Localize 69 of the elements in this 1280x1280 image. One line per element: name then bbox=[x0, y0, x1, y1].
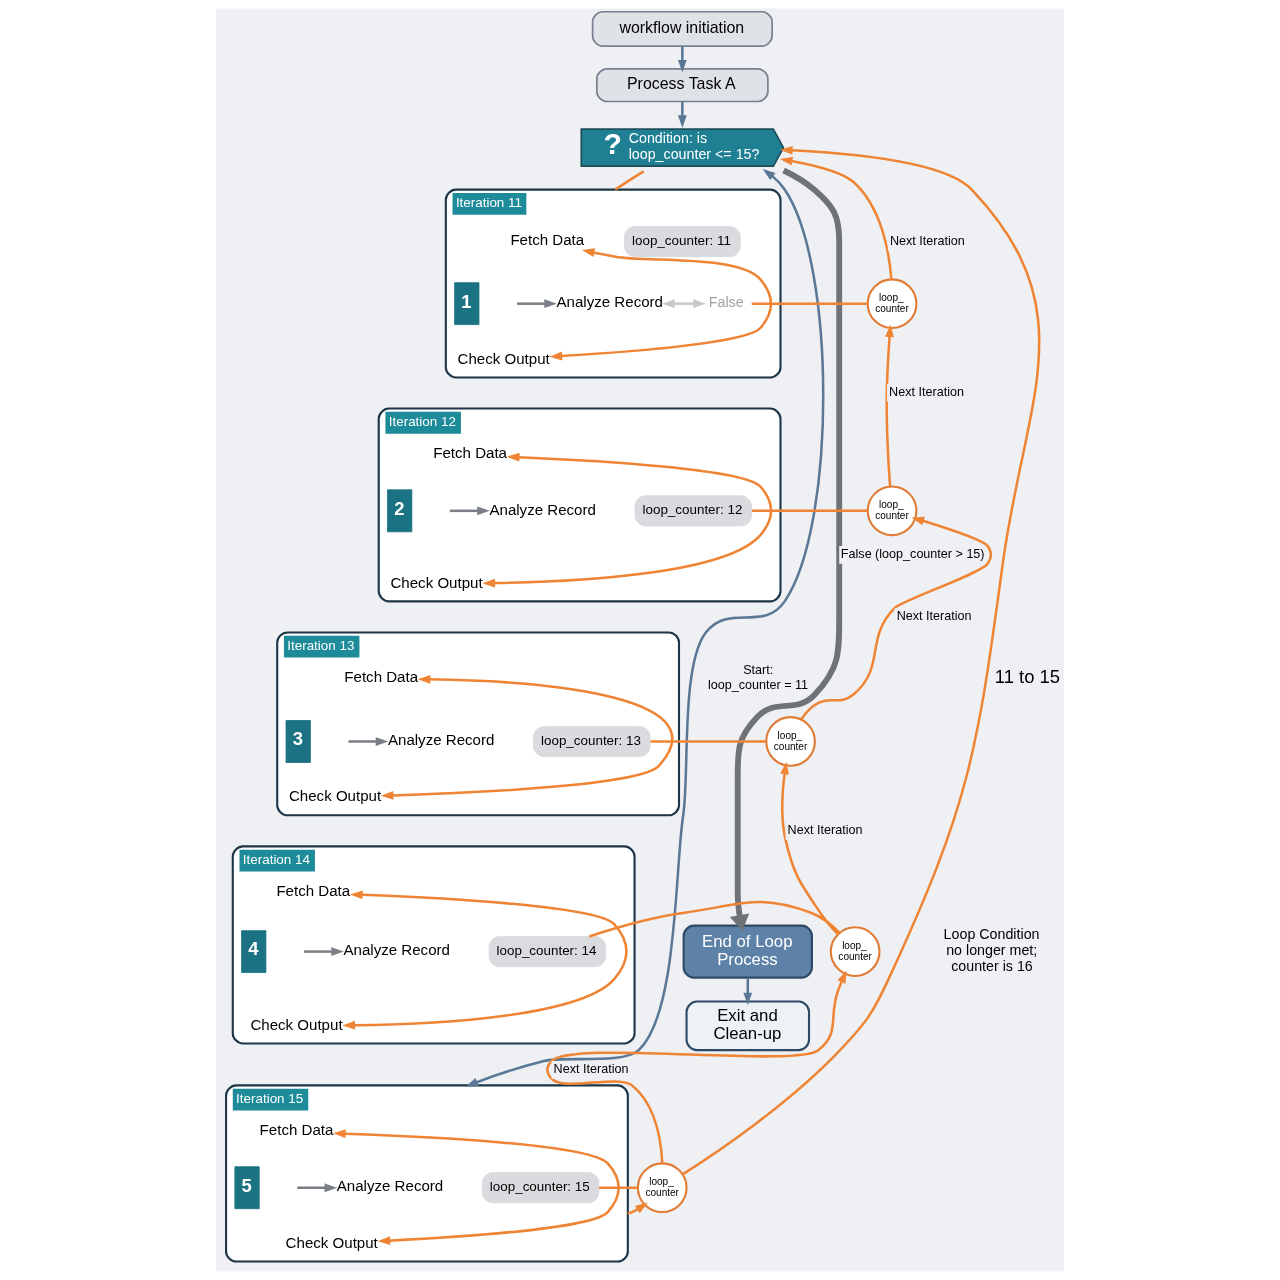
node-text: Fetch Data bbox=[276, 882, 351, 900]
node-text: Fetch Data bbox=[259, 1121, 334, 1139]
arrow bbox=[549, 248, 773, 361]
arrow bbox=[627, 1202, 648, 1215]
node-text: Fetch Data bbox=[433, 444, 507, 462]
arrow bbox=[729, 167, 843, 931]
arrow bbox=[546, 970, 847, 1164]
node-text: Check Output bbox=[288, 787, 382, 805]
node-text: Analyze Record bbox=[387, 731, 495, 749]
arrow bbox=[677, 46, 687, 73]
node-box: loop_counter: 13 bbox=[533, 725, 651, 757]
node-text: Fetch Data bbox=[344, 668, 419, 686]
node-box: workflow initiation bbox=[591, 10, 773, 47]
edge-label: 11 to 15 bbox=[994, 666, 1061, 688]
node-box: End of Loop Process bbox=[682, 924, 813, 979]
arrow bbox=[303, 947, 344, 957]
edge-label: Next Iteration bbox=[889, 385, 964, 400]
edge-label: Start: loop_counter = 11 bbox=[707, 663, 809, 692]
edge-label: Next Iteration bbox=[787, 823, 863, 838]
node-text: Analyze Record bbox=[343, 941, 450, 959]
edge-label: Next Iteration bbox=[896, 609, 972, 624]
node-box: 1 bbox=[454, 282, 480, 326]
arrow bbox=[662, 299, 706, 309]
arrow bbox=[342, 890, 628, 1030]
node-circle: loop_ counter bbox=[866, 278, 918, 330]
connector bbox=[599, 1186, 638, 1189]
edge-label: Next Iteration bbox=[889, 233, 965, 248]
node-box: loop_counter: 11 bbox=[624, 226, 741, 258]
node-circle: loop_ counter bbox=[765, 716, 816, 767]
node-text: Check Output bbox=[457, 349, 550, 367]
arrow bbox=[517, 299, 557, 309]
connector bbox=[588, 900, 841, 938]
connector bbox=[751, 302, 868, 305]
node-text: Check Output bbox=[250, 1015, 343, 1033]
arrow bbox=[800, 516, 993, 720]
arrow bbox=[780, 761, 839, 936]
arrow bbox=[333, 1129, 620, 1245]
arrow bbox=[449, 506, 490, 516]
node-text: False bbox=[708, 294, 744, 311]
arrow bbox=[348, 737, 389, 746]
node-box: 4 bbox=[241, 930, 267, 973]
node-box: loop_counter: 14 bbox=[488, 936, 607, 968]
connector bbox=[650, 740, 767, 743]
arrow bbox=[465, 168, 825, 1087]
node-text: Fetch Data bbox=[510, 231, 585, 249]
arrow bbox=[885, 324, 894, 487]
arrow bbox=[482, 452, 773, 588]
node-circle: loop_ counter bbox=[866, 485, 918, 537]
arrow bbox=[297, 1183, 338, 1193]
node-text: Analyze Record bbox=[336, 1177, 444, 1195]
node-box: 3 bbox=[285, 720, 311, 763]
node-box: 2 bbox=[387, 489, 413, 533]
arrow bbox=[779, 156, 893, 280]
node-text: Check Output bbox=[285, 1233, 378, 1251]
label: Loop Condition no longer met; counter is 16 bbox=[943, 926, 1040, 974]
node-text: Analyze Record bbox=[556, 293, 663, 311]
arrow bbox=[677, 101, 687, 128]
node-box: loop_counter: 15 bbox=[481, 1172, 600, 1204]
node-text: Analyze Record bbox=[489, 500, 596, 518]
edge-label: Next Iteration bbox=[553, 1062, 629, 1077]
node-box: 5 bbox=[234, 1166, 260, 1210]
edge-label: False (loop_counter > 15) bbox=[840, 547, 985, 562]
node-circle: loop_ counter bbox=[829, 926, 881, 977]
node-box: Exit and Clean-up bbox=[685, 1000, 811, 1052]
node-text: Check Output bbox=[390, 573, 483, 591]
node-box: Process Task A bbox=[595, 67, 769, 103]
node-box: loop_counter: 12 bbox=[634, 495, 752, 527]
connector bbox=[751, 509, 868, 513]
arrow bbox=[380, 674, 673, 800]
